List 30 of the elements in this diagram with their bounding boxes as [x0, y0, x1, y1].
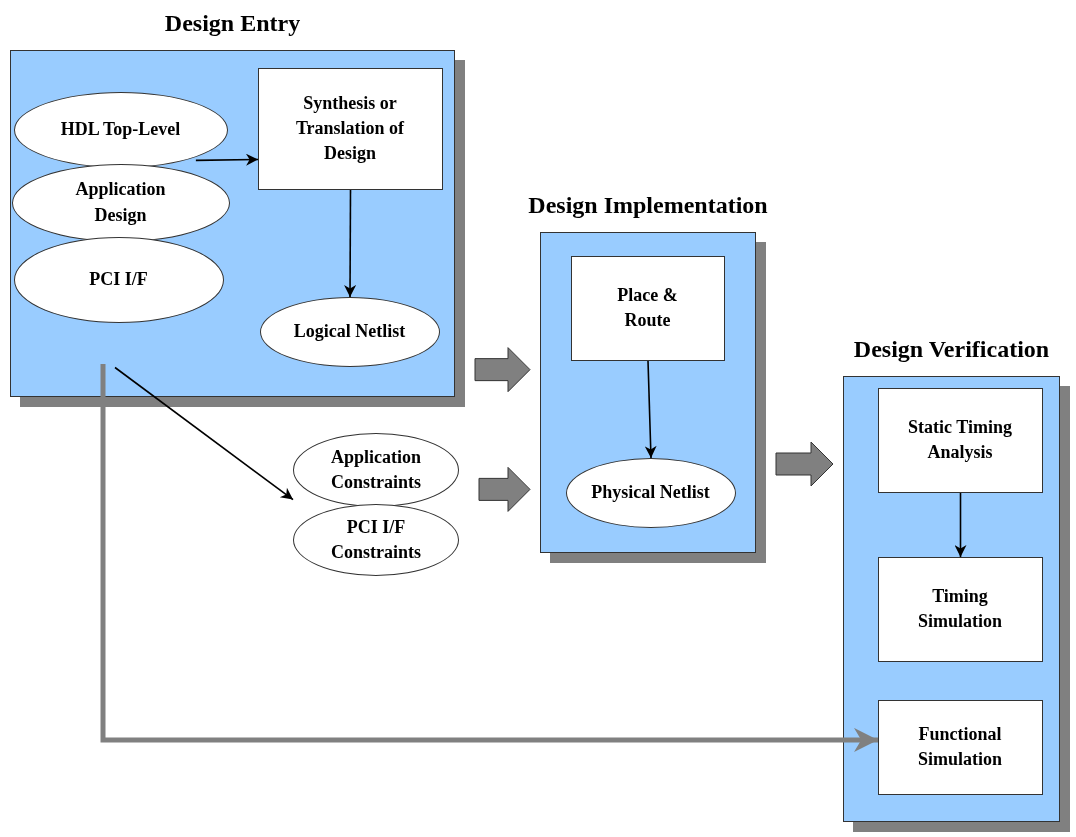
- ellipse-node: [11, 163, 230, 242]
- arrow: [114, 366, 294, 501]
- stage-heading: Design Implementation: [527, 191, 769, 220]
- node-label: PCI I/F: [88, 267, 149, 291]
- process-box: [570, 255, 725, 361]
- block-arrow: [474, 347, 531, 393]
- node-label: PCI I/F Constraints: [330, 515, 422, 564]
- node-label: Timing Simulation: [917, 584, 1003, 633]
- arrow: [100, 364, 878, 752]
- arrow: [344, 189, 357, 298]
- stage-heading: Design Entry: [163, 9, 302, 38]
- arrow: [195, 153, 259, 166]
- process-box: [877, 699, 1043, 795]
- node-label: HDL Top-Level: [59, 117, 182, 141]
- block-arrow: [775, 441, 834, 487]
- node-label: Functional Simulation: [917, 722, 1003, 771]
- stage-heading: Design Verification: [852, 335, 1051, 364]
- block-arrow: [478, 466, 531, 512]
- arrow: [644, 360, 657, 459]
- node-label: Static Timing Analysis: [907, 415, 1013, 464]
- process-box: [877, 387, 1043, 493]
- node-label: Logical Netlist: [292, 319, 407, 343]
- node-label: Application Design: [74, 178, 167, 227]
- process-box: [877, 556, 1043, 662]
- node-label: Physical Netlist: [590, 480, 711, 504]
- node-label: Place & Route: [616, 283, 679, 332]
- node-label: Synthesis or Translation of Design: [294, 91, 406, 166]
- process-box: [257, 67, 443, 190]
- arrow: [954, 492, 967, 558]
- node-label: Application Constraints: [330, 445, 422, 494]
